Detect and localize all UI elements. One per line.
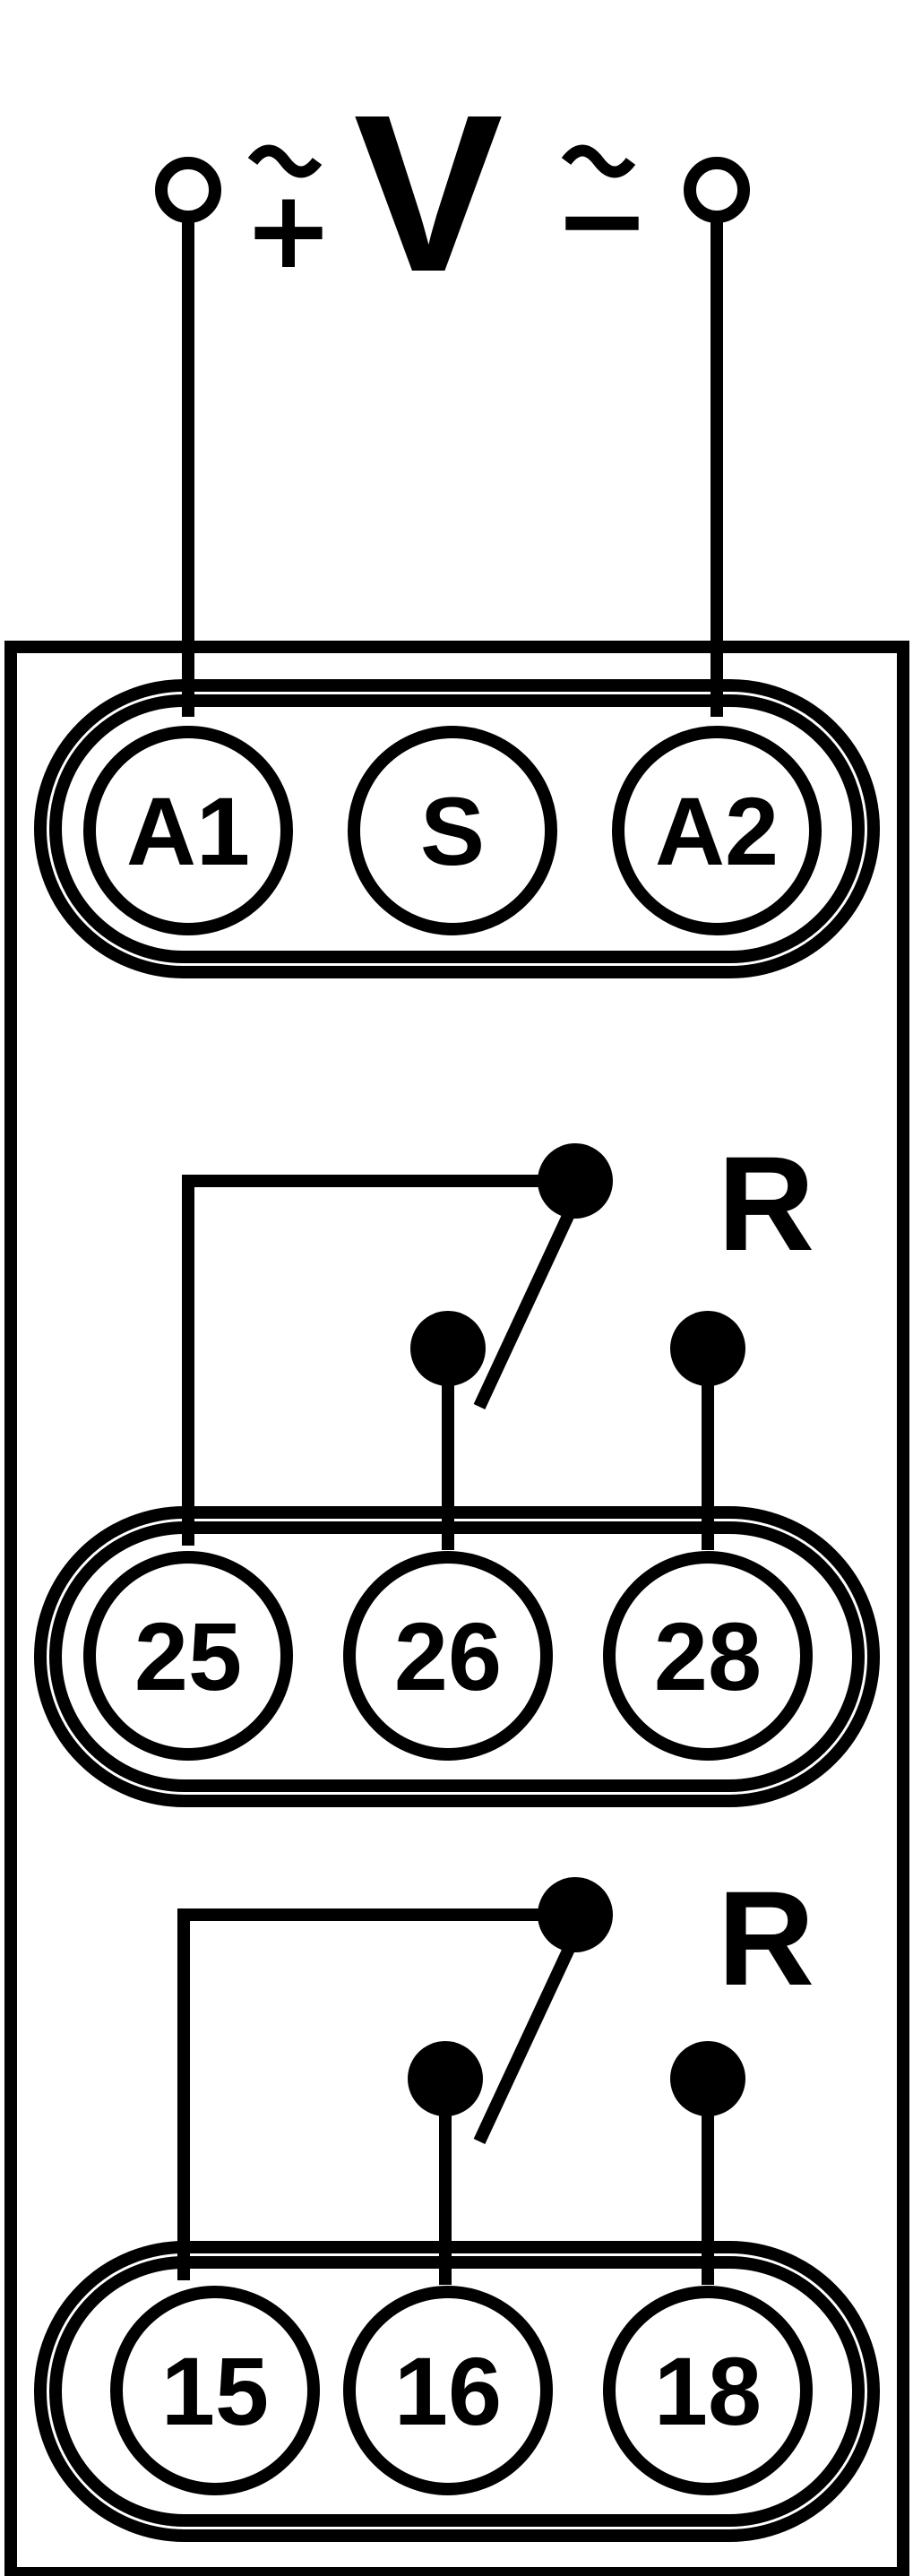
terminal-block-relay2-inner [49, 2256, 865, 2527]
terminal-16-label: 16 [394, 2337, 502, 2445]
terminal-26-label: 26 [394, 1602, 502, 1710]
relay1-label: R [718, 1128, 814, 1279]
supply-terminal-plus [155, 157, 221, 223]
terminal-16 [343, 2286, 553, 2495]
relay1-switch-arm [473, 1198, 581, 1409]
terminal-15-label: 15 [161, 2337, 269, 2445]
terminal-28-label: 28 [654, 1602, 762, 1710]
relay2-switch-arm [473, 1933, 581, 2144]
ac-symbol-minus [561, 144, 636, 178]
terminal-25-label: 25 [134, 1602, 242, 1710]
relay1-contact-26 [410, 1311, 486, 1386]
terminal-block-power-outer [34, 679, 880, 978]
relay2-contact-common [538, 1877, 613, 1952]
terminal-15 [110, 2286, 320, 2495]
minus-sign: − [554, 151, 651, 288]
device-housing [4, 641, 909, 2576]
relay2-contact-16 [408, 2041, 483, 2116]
terminal-block-relay1-outer [34, 1506, 880, 1807]
terminal-18-label: 18 [654, 2337, 762, 2445]
terminal-18 [603, 2286, 813, 2495]
relay2-common-wire [177, 1908, 575, 2280]
terminal-26 [343, 1551, 553, 1761]
terminal-s-label: S [420, 777, 485, 885]
terminal-block-relay2-outer [34, 2241, 880, 2542]
terminal-a1 [83, 726, 293, 935]
terminal-a2-label: A2 [655, 777, 779, 885]
terminal-28 [603, 1551, 813, 1761]
plus-sign: + [244, 168, 334, 293]
relay1-contact-28 [670, 1311, 745, 1386]
relay1-common-wire [182, 1175, 575, 1546]
supply-terminal-minus [684, 157, 750, 223]
terminal-block-power-inner [49, 694, 865, 963]
ac-symbol-plus [247, 144, 323, 178]
terminal-25 [83, 1551, 293, 1761]
terminal-block-relay1-inner [49, 1521, 865, 1792]
terminal-s [348, 726, 557, 935]
voltage-label: V [354, 68, 504, 318]
relay1-contact-common [538, 1143, 613, 1219]
terminal-a2 [612, 726, 822, 935]
relay2-label: R [718, 1863, 814, 2013]
terminal-a1-label: A1 [126, 777, 250, 885]
relay2-contact-18 [670, 2041, 745, 2116]
